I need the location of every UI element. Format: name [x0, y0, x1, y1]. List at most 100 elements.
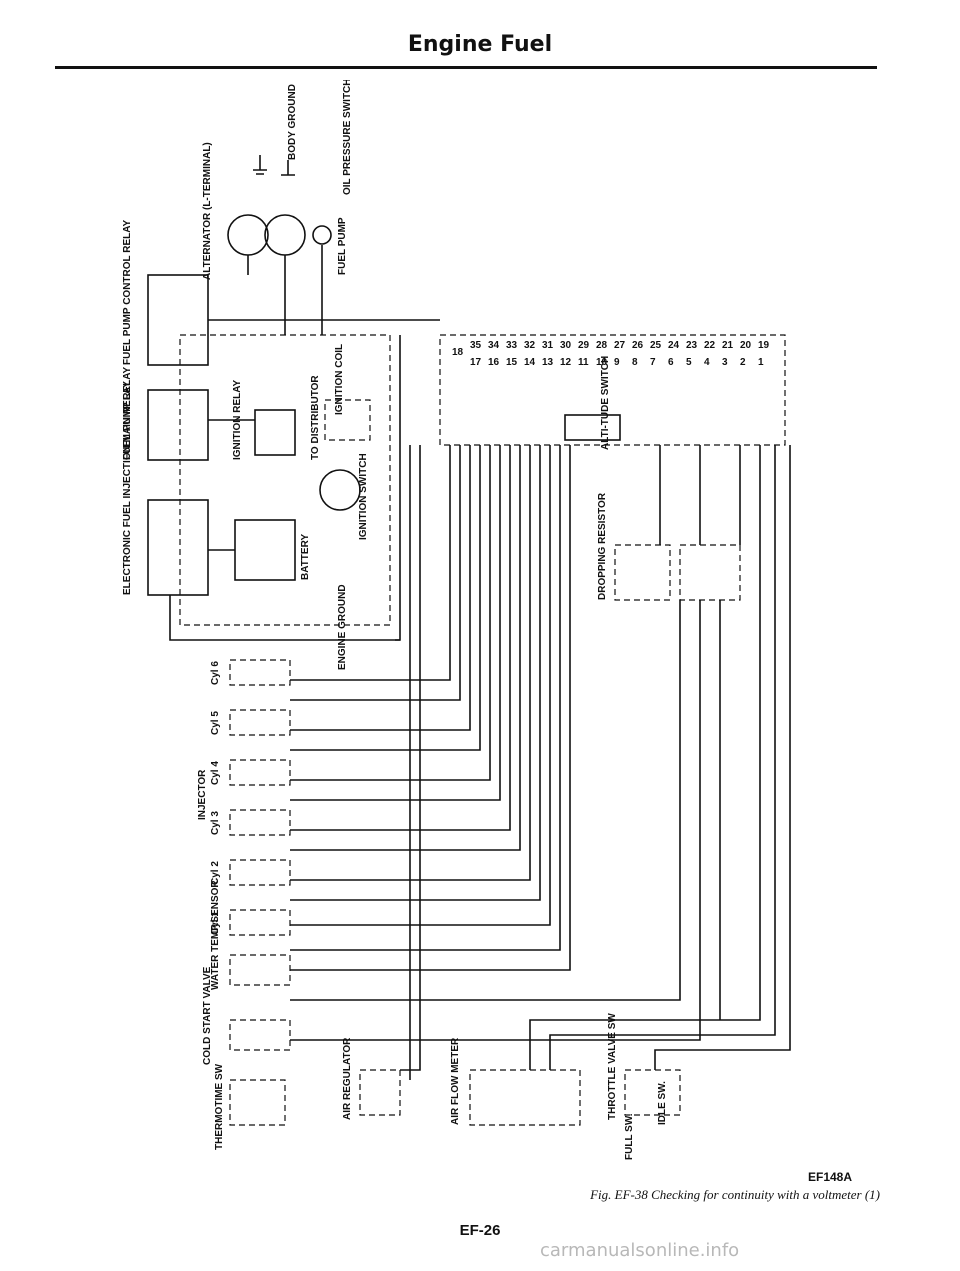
- pin-3: 3: [722, 357, 728, 368]
- pin-12: 12: [560, 357, 572, 368]
- label-water-temp: WATER TEMP.SENSOR: [210, 880, 221, 990]
- ignition-relay: [254, 409, 296, 456]
- label-ignition-coil: IGNITION COIL: [334, 344, 345, 415]
- pin-23: 23: [686, 340, 698, 351]
- pin-8: 8: [632, 357, 638, 368]
- water-temp-sensor: [229, 954, 291, 986]
- distributor-coil-group: TO DISTRIBUTOR IGNITION COIL IGNITION SW…: [310, 344, 371, 540]
- figure-caption: Fig. EF-38 Checking for continuity with …: [590, 1187, 880, 1202]
- air-flow-meter-group: AIR FLOW METER: [450, 1037, 581, 1126]
- pin-29: 29: [578, 340, 590, 351]
- page-number: EF-26: [459, 1222, 501, 1239]
- pin-19: 19: [758, 340, 770, 351]
- fp-relay: [147, 389, 209, 461]
- ignition-coil: [324, 399, 371, 441]
- ignition-switch-symbol: [319, 469, 361, 511]
- label-cyl2: Cyl 2: [210, 861, 221, 885]
- altitude-switch-group: ALTI-TUDE SWITCH: [564, 356, 621, 450]
- label-cyl4: Cyl 4: [210, 761, 221, 785]
- pin-33: 33: [506, 340, 518, 351]
- pin-11: 11: [578, 357, 589, 368]
- body-ground-group: BODY GROUND: [253, 84, 298, 176]
- label-body-ground: BODY GROUND: [287, 84, 298, 160]
- pin-13: 13: [542, 357, 554, 368]
- label-cyl1: Cyl 1: [210, 911, 221, 935]
- pin-31: 31: [542, 340, 554, 351]
- dropping-resistor-1: [614, 544, 671, 601]
- efi-relay-group: ELECTRONIC FUEL INJECTION MAIN RELAY: [122, 381, 209, 596]
- label-oil-pressure: OIL PRESSURE SWITCH: [342, 80, 353, 195]
- label-fuel-pump: FUEL PUMP: [337, 217, 348, 275]
- pin-21: 21: [722, 340, 734, 351]
- pin-9: 9: [614, 357, 620, 368]
- fuel-pump-group: FUEL PUMP OIL PRESSURE SWITCH: [312, 80, 353, 275]
- cold-start-group: COLD START VALVE: [202, 966, 291, 1065]
- alternator-group: ALTERNATOR (L-TERMINAL): [202, 142, 306, 280]
- watermark: carmanualsonline.info: [540, 1240, 740, 1261]
- throttle-valve-switch: [624, 1069, 681, 1116]
- label-full-sw: FULL SW.: [624, 1113, 635, 1160]
- pin-14: 14: [524, 357, 536, 368]
- fp-control-relay-group: FUEL PUMP CONTROL RELAY: [122, 219, 209, 366]
- pin-1: 1: [758, 357, 764, 368]
- throttle-group: THROTTLE VALVE SW FULL SW. IDLE SW.: [607, 1013, 681, 1160]
- pin-27: 27: [614, 340, 626, 351]
- pin-20: 20: [740, 340, 752, 351]
- injector-cyl4: [229, 759, 291, 786]
- label-efi-relay: ELECTRONIC FUEL INJECTION MAIN RELAY: [122, 381, 133, 595]
- pin-6: 6: [668, 357, 674, 368]
- header-rule: [55, 66, 877, 69]
- label-air-flow-meter: AIR FLOW METER: [450, 1037, 461, 1125]
- injector-cyl2: [229, 859, 291, 886]
- air-regulator: [359, 1069, 401, 1116]
- label-ignition-switch: IGNITION SWITCH: [358, 453, 369, 540]
- altitude-switch: [564, 414, 621, 441]
- alternator-symbol-2: [264, 214, 306, 256]
- injector-cyl1: [229, 909, 291, 936]
- pin-15: 15: [506, 357, 518, 368]
- label-battery: BATTERY: [300, 534, 311, 580]
- air-flow-meter: [469, 1069, 581, 1126]
- label-cold-start: COLD START VALVE: [202, 966, 213, 1065]
- control-unit-connector: 18 17 16 15 14 13 12 11 10 9 8 7 6 5 4 3…: [439, 334, 786, 446]
- label-fp-control-relay: FUEL PUMP CONTROL RELAY: [122, 219, 133, 365]
- pin-35: 35: [470, 340, 482, 351]
- pin-17: 17: [470, 357, 482, 368]
- pin-2: 2: [740, 357, 746, 368]
- pin-7: 7: [650, 357, 656, 368]
- dropping-resistor-group: DROPPING RESISTOR: [597, 492, 741, 601]
- label-throttle: THROTTLE VALVE SW: [607, 1013, 618, 1120]
- figure-code: EF148A: [808, 1170, 853, 1184]
- pin-16: 16: [488, 357, 500, 368]
- label-injector: INJECTOR: [197, 769, 208, 820]
- alternator-symbol-1: [227, 214, 269, 256]
- harness-wires: [169, 245, 791, 1080]
- pin-24: 24: [668, 340, 680, 351]
- label-alternator: ALTERNATOR (L-TERMINAL): [202, 142, 213, 280]
- engine-ground-group: ENGINE GROUND: [337, 584, 348, 670]
- label-engine-ground: ENGINE GROUND: [337, 584, 348, 670]
- label-to-distributor: TO DISTRIBUTOR: [310, 375, 321, 460]
- fp-relay-group: FUEL PUMP RELAY: [122, 367, 209, 461]
- label-dropping-resistor: DROPPING RESISTOR: [597, 492, 608, 600]
- label-thermotime: THERMOTIME SW: [214, 1063, 225, 1150]
- label-cyl5: Cyl 5: [210, 711, 221, 735]
- battery: [234, 519, 296, 581]
- injectors-group: Cyl 6 Cyl 5 Cyl 4 Cyl 3 Cyl 2 Cyl 1 INJE…: [197, 659, 291, 936]
- fp-control-relay: [147, 274, 209, 366]
- air-regulator-group: AIR REGULATOR: [342, 1037, 401, 1120]
- pin-5: 5: [686, 357, 692, 368]
- pin-18: 18: [452, 347, 464, 358]
- pin-4: 4: [704, 357, 710, 368]
- label-altitude-switch: ALTI-TUDE SWITCH: [600, 356, 611, 450]
- connector-body: [439, 334, 786, 446]
- pin-25: 25: [650, 340, 662, 351]
- page-header: Engine Fuel: [407, 32, 553, 57]
- efi-main-relay: [147, 499, 209, 596]
- pin-30: 30: [560, 340, 572, 351]
- label-air-regulator: AIR REGULATOR: [342, 1037, 353, 1120]
- pin-26: 26: [632, 340, 644, 351]
- label-cyl3: Cyl 3: [210, 811, 221, 835]
- injector-cyl5: [229, 709, 291, 736]
- pin-34: 34: [488, 340, 500, 351]
